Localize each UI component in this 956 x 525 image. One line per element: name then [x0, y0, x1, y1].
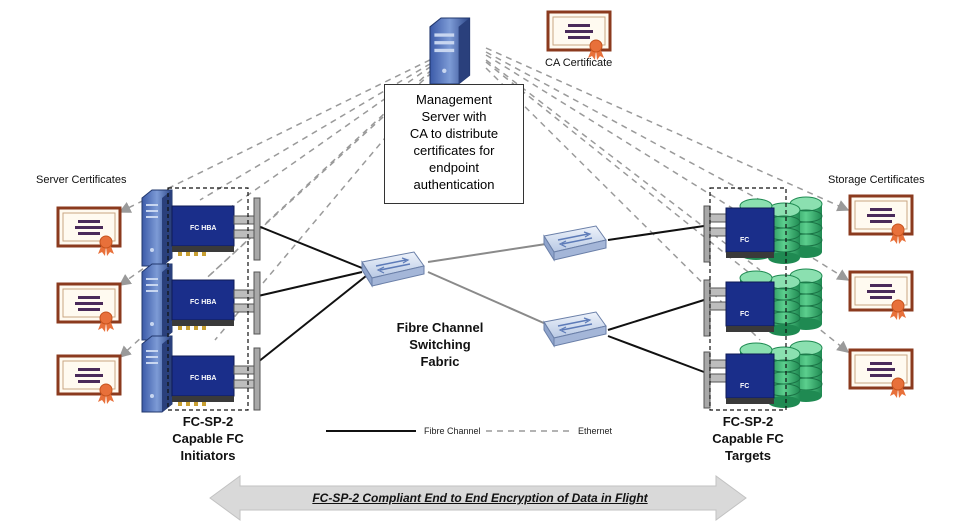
hba-label: FC HBA: [190, 375, 216, 382]
caption-line: Capable FC: [172, 431, 244, 446]
fc-target-card-icon: [703, 279, 775, 337]
hba-label: FC HBA: [190, 299, 216, 306]
initiators-caption: FC-SP-2 Capable FC Initiators: [160, 413, 256, 464]
fabric-label-line: Switching: [409, 337, 471, 352]
description-line: certificates for: [413, 143, 495, 158]
legend: Fibre Channel Ethernet: [326, 426, 613, 436]
fabric-label-line: Fabric: [420, 354, 460, 369]
description-line: Management: [416, 92, 492, 107]
initiator-server: FC HBA: [141, 189, 261, 267]
caption-line: FC-SP-2: [722, 414, 774, 429]
description-line: CA to distribute: [409, 126, 499, 141]
storage-target: FC: [703, 340, 823, 409]
encryption-banner-arrow: [209, 475, 747, 521]
fibre-channel-lines: [257, 225, 705, 373]
target-card-label: FC: [740, 311, 749, 318]
caption-line: Targets: [725, 448, 771, 463]
management-server-description: Management Server with CA to distribute …: [384, 84, 524, 204]
caption-line: Capable FC: [712, 431, 784, 446]
storage-certificate-icon: [848, 194, 914, 246]
server-certificate-icon: [56, 206, 122, 258]
legend-fibre-channel-label: Fibre Channel: [424, 426, 481, 436]
edge-switch-icon: [543, 311, 607, 347]
fabric-label: Fibre Channel Switching Fabric: [380, 319, 500, 370]
server-certificate-icon: [56, 354, 122, 406]
initiator-server: FC HBA: [141, 263, 261, 341]
management-server-icon: [429, 17, 471, 85]
hba-label: FC HBA: [190, 225, 216, 232]
targets-group-box: [709, 187, 787, 411]
caption-line: Initiators: [180, 448, 236, 463]
target-card-label: FC: [740, 237, 749, 244]
target-card-label: FC: [740, 383, 749, 390]
initiators-group-box: [167, 187, 249, 411]
edge-switch-icon: [543, 225, 607, 261]
server-certificate-icon: [56, 282, 122, 334]
description-line: endpoint: [429, 160, 479, 175]
encryption-banner-text: FC-SP-2 Compliant End to End Encryption …: [312, 491, 648, 505]
description-line: Server with: [421, 109, 487, 124]
fc-target-card-icon: [703, 351, 775, 409]
description-line: authentication: [413, 177, 495, 192]
caption-line: FC-SP-2: [182, 414, 234, 429]
initiator-server: FC HBA: [141, 335, 261, 413]
legend-ethernet-label: Ethernet: [578, 426, 613, 436]
ca-certificate-icon: [546, 10, 612, 62]
storage-certificates-label: Storage Certificates: [828, 174, 925, 186]
fabric-label-line: Fibre Channel: [396, 320, 484, 335]
fc-target-card-icon: [703, 205, 775, 263]
core-switch-icon: [361, 251, 425, 287]
storage-certificate-icon: [848, 348, 914, 400]
fabric-links: [427, 243, 547, 325]
storage-target: FC: [703, 196, 823, 265]
ca-certificate-label: CA Certificate: [545, 57, 613, 69]
storage-target: FC: [703, 268, 823, 337]
storage-certificate-icon: [848, 270, 914, 322]
server-certificates-label: Server Certificates: [36, 174, 127, 186]
targets-caption: FC-SP-2 Capable FC Targets: [698, 413, 798, 464]
